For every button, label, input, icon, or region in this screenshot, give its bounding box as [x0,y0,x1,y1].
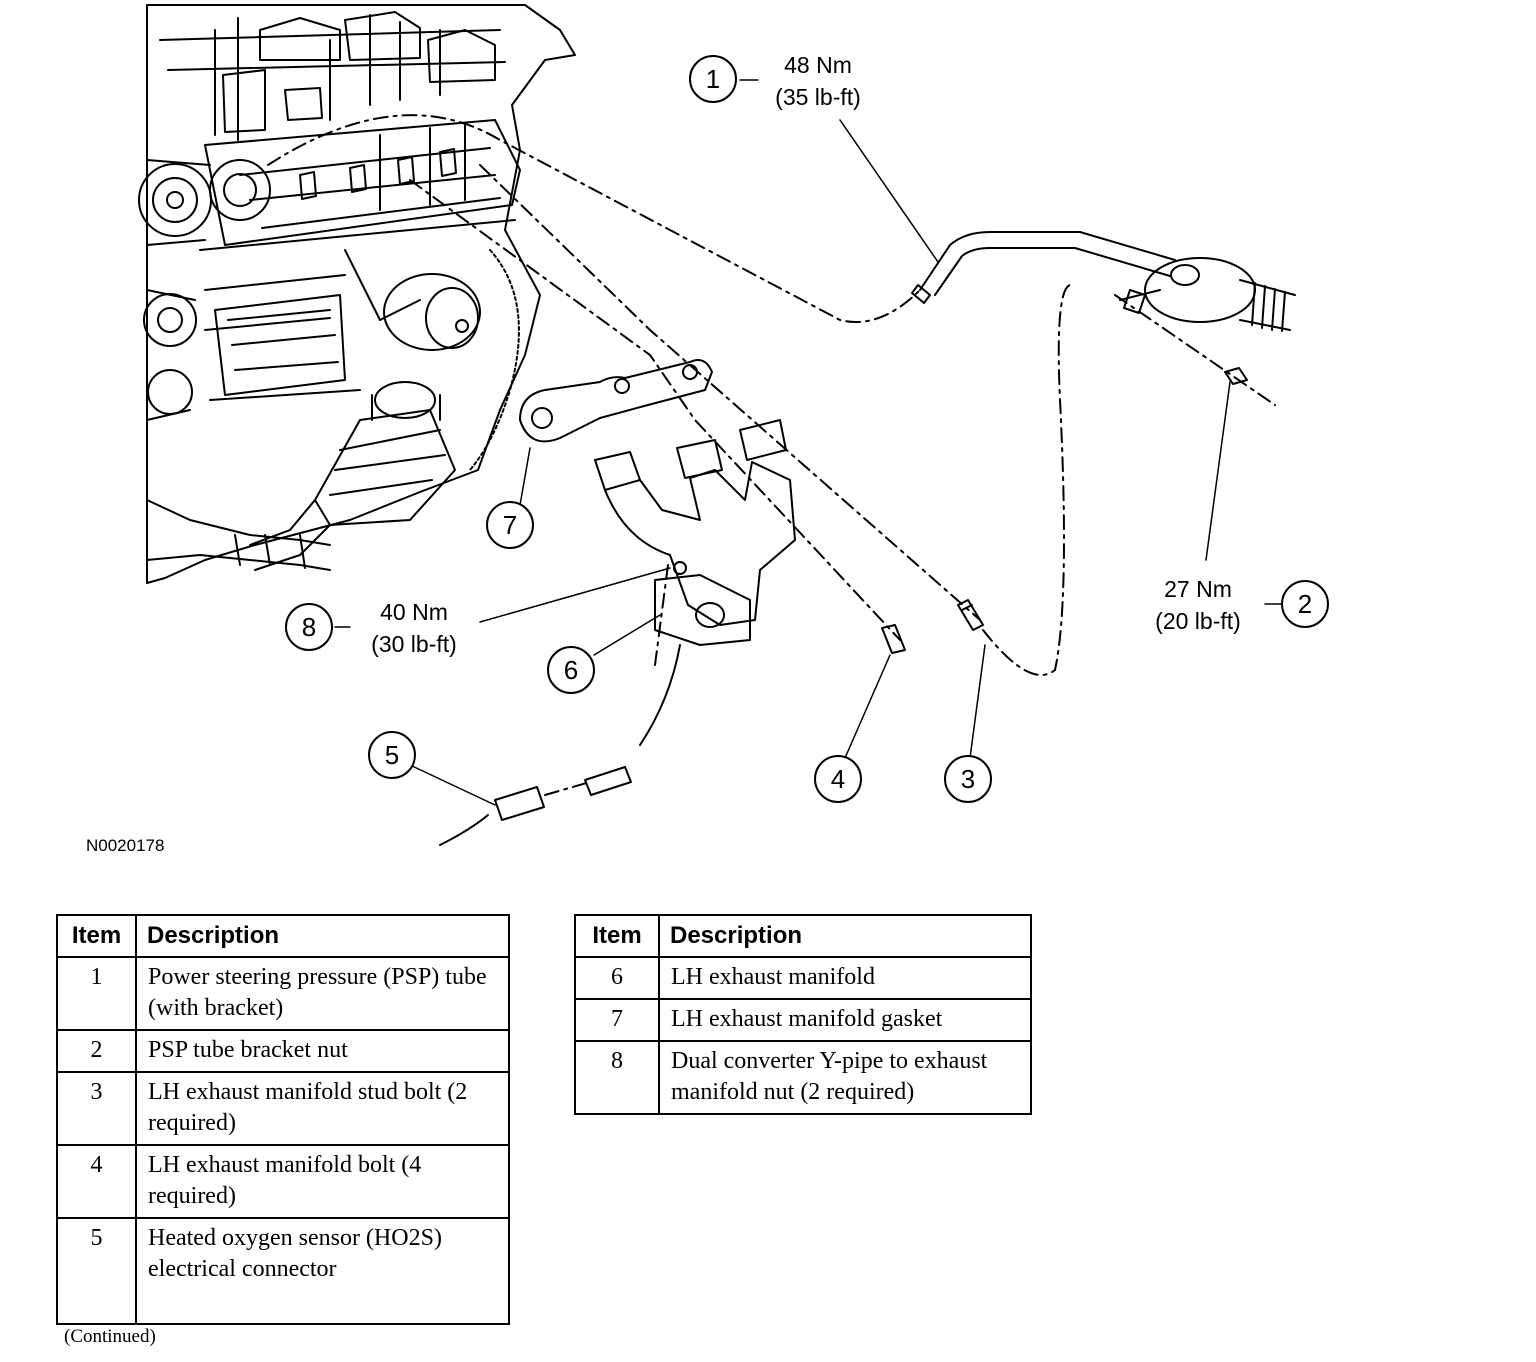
legend-table-right: Item Description 6 LH exhaust manifold 7… [574,914,1032,1115]
description-column-header: Description [658,914,1032,958]
item-number: 7 [574,998,660,1042]
item-number: 5 [56,1217,137,1325]
item-description: Heated oxygen sensor (HO2S) electrical c… [135,1217,510,1325]
item-column-header: Item [56,914,137,958]
table-row: 8 Dual converter Y-pipe to exhaust manif… [574,1040,1032,1115]
assembly-lines [267,114,1276,796]
item-description: LH exhaust manifold stud bolt (2 require… [135,1071,510,1146]
item-description: PSP tube bracket nut [135,1029,510,1073]
torque-8-lbft: (30 lb-ft) [371,631,457,657]
callout-6-circle [547,646,595,694]
table-header-row: Item Description [574,914,1032,958]
table-row: 4 LH exhaust manifold bolt (4 required) [56,1144,510,1219]
bracket-nut [1224,367,1248,385]
callout-3-number: 3 [961,764,975,794]
legend-table-left: Item Description 1 Power steering pressu… [56,914,510,1325]
exhaust-manifold [594,419,796,646]
torque-1-lbft: (35 lb-ft) [775,84,861,110]
item-description: LH exhaust manifold gasket [658,998,1032,1042]
callout-8-circle [285,603,333,651]
table-row: 6 LH exhaust manifold [574,956,1032,1000]
table-row: 3 LH exhaust manifold stud bolt (2 requi… [56,1071,510,1146]
table-row: 5 Heated oxygen sensor (HO2S) electrical… [56,1217,510,1325]
table-row: 2 PSP tube bracket nut [56,1029,510,1073]
torque-8-nm: 40 Nm [380,599,448,625]
item-number: 8 [574,1040,660,1115]
callout-5-circle [368,731,416,779]
table-header-row: Item Description [56,914,510,958]
callout-5-number: 5 [385,740,399,770]
callout-4-circle [814,755,862,803]
torque-2-lbft: (20 lb-ft) [1155,608,1241,634]
manifold-bolt [881,624,906,654]
callout-8-number: 8 [302,612,316,642]
callout-6-number: 6 [564,655,578,685]
torque-1-nm: 48 Nm [784,52,852,78]
callout-4-number: 4 [831,764,845,794]
item-number: 3 [56,1071,137,1146]
callout-1-circle [689,55,737,103]
description-column-header: Description [135,914,510,958]
item-column-header: Item [574,914,660,958]
callout-2-number: 2 [1298,589,1312,619]
psp-tube-with-bracket [911,231,1296,332]
engine-assembly [138,4,576,584]
torque-2-nm: 27 Nm [1164,576,1232,602]
callout-7-circle [486,501,534,549]
exhaust-manifold-gasket [519,359,713,443]
ho2s-connector [439,644,681,846]
item-number: 2 [56,1029,137,1073]
table-row: 7 LH exhaust manifold gasket [574,998,1032,1042]
leader-lines [334,79,1283,806]
callout-7-number: 7 [503,510,517,540]
item-number: 4 [56,1144,137,1219]
table-row: 1 Power steering pressure (PSP) tube (wi… [56,956,510,1031]
item-description: LH exhaust manifold [658,956,1032,1000]
callout-1-number: 1 [706,64,720,94]
continued-note: (Continued) [64,1326,156,1347]
item-number: 6 [574,956,660,1000]
exploded-view-illustration: 1 2 3 4 5 6 7 8 48 Nm (35 lb-ft) 27 Nm (… [138,4,1329,846]
item-number: 1 [56,956,137,1031]
callout-2-circle [1281,580,1329,628]
item-description: Dual converter Y-pipe to exhaust manifol… [658,1040,1032,1115]
callout-3-circle [944,755,992,803]
item-description: Power steering pressure (PSP) tube (with… [135,956,510,1031]
figure-id: N0020178 [86,836,165,855]
item-description: LH exhaust manifold bolt (4 required) [135,1144,510,1219]
